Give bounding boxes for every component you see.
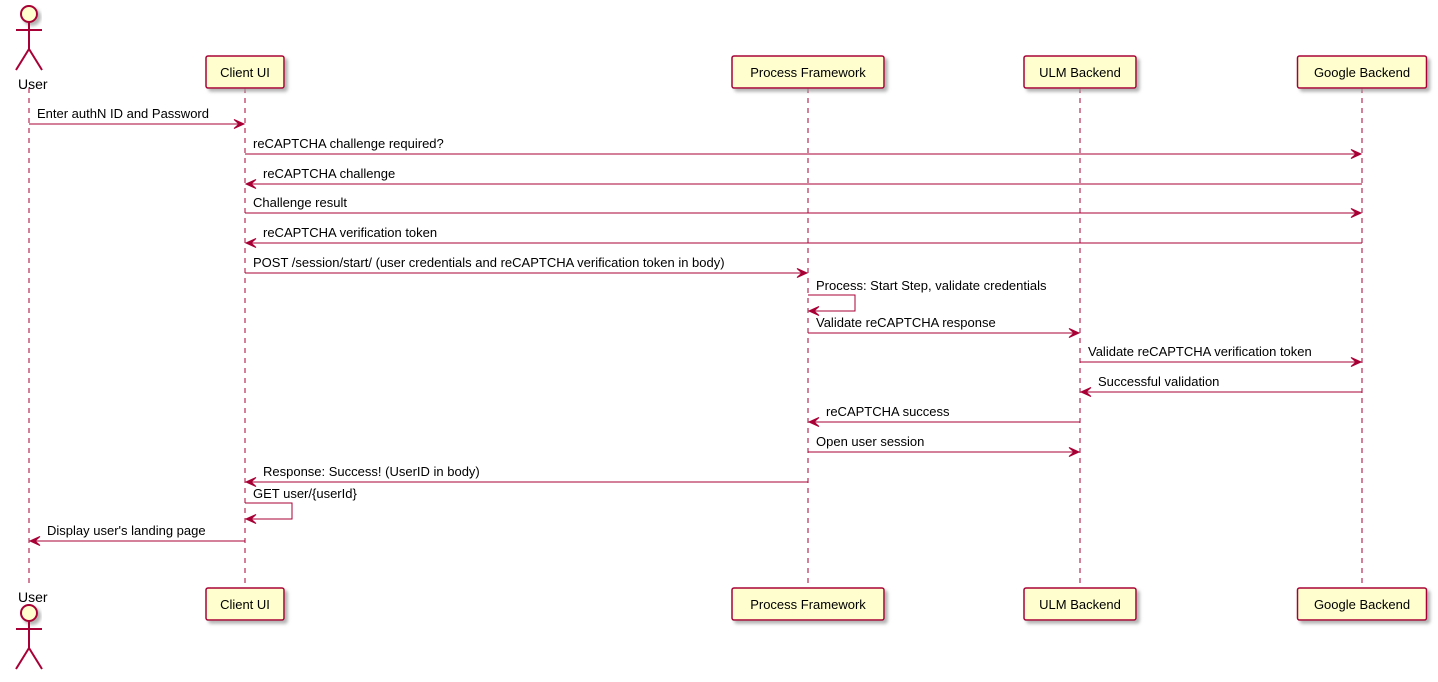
participant-label: Client UI bbox=[220, 65, 270, 80]
participant-process-bottom: Process Framework bbox=[731, 587, 885, 621]
actor-icon bbox=[15, 5, 43, 71]
message-label: reCAPTCHA success bbox=[826, 404, 950, 419]
actor-icon bbox=[15, 604, 43, 670]
actor-label: User bbox=[18, 76, 48, 92]
message-9: Validate reCAPTCHA verification token bbox=[1080, 344, 1363, 367]
participant-client-bottom: Client UI bbox=[205, 587, 285, 621]
participant-label: Client UI bbox=[220, 597, 270, 612]
message-14: GET user/{userId} bbox=[244, 486, 357, 524]
messages: Enter authN ID and Password reCAPTCHA cha… bbox=[28, 106, 1363, 546]
message-label: Validate reCAPTCHA response bbox=[816, 315, 996, 330]
participant-process-top: Process Framework bbox=[731, 55, 885, 89]
message-label: reCAPTCHA challenge bbox=[263, 166, 395, 181]
participant-user-top: User bbox=[15, 5, 48, 92]
message-label: Challenge result bbox=[253, 195, 347, 210]
participant-ulm-bottom: ULM Backend bbox=[1023, 587, 1137, 621]
arrow-head bbox=[1350, 149, 1363, 159]
message-label: reCAPTCHA verification token bbox=[263, 225, 437, 240]
message-label: reCAPTCHA challenge required? bbox=[253, 136, 444, 151]
message-label: Response: Success! (UserID in body) bbox=[263, 464, 480, 479]
participant-box bbox=[1296, 55, 1428, 89]
participant-user-bottom: User bbox=[15, 589, 48, 670]
message-label: Enter authN ID and Password bbox=[37, 106, 209, 121]
arrow-head bbox=[233, 119, 246, 129]
self-message-line bbox=[808, 294, 856, 312]
message-8: Validate reCAPTCHA response bbox=[808, 315, 1081, 338]
lifelines bbox=[28, 88, 1363, 588]
participant-box bbox=[1023, 587, 1137, 621]
participant-box bbox=[205, 55, 285, 89]
actor-label: User bbox=[18, 589, 48, 605]
message-4: Challenge result bbox=[245, 195, 1363, 218]
message-1: Enter authN ID and Password bbox=[29, 106, 246, 129]
arrow-head bbox=[1068, 447, 1081, 457]
participant-label: Google Backend bbox=[1314, 597, 1410, 612]
message-15: Display user's landing page bbox=[28, 523, 245, 546]
message-5: reCAPTCHA verification token bbox=[244, 225, 1362, 248]
participant-box bbox=[1296, 587, 1428, 621]
participant-client-top: Client UI bbox=[205, 55, 285, 89]
arrow-head bbox=[244, 514, 257, 524]
arrow-head bbox=[1079, 387, 1092, 397]
message-label: Display user's landing page bbox=[47, 523, 206, 538]
message-10: Successful validation bbox=[1079, 374, 1362, 397]
message-label: Open user session bbox=[816, 434, 924, 449]
arrow-head bbox=[807, 417, 820, 427]
participant-ulm-top: ULM Backend bbox=[1023, 55, 1137, 89]
participant-google-bottom: Google Backend bbox=[1296, 587, 1428, 621]
participant-label: Process Framework bbox=[750, 65, 866, 80]
arrow-head bbox=[1350, 208, 1363, 218]
participant-box bbox=[731, 55, 885, 89]
message-12: Open user session bbox=[808, 434, 1081, 457]
message-label: POST /session/start/ (user credentials a… bbox=[253, 255, 725, 270]
arrow-head bbox=[28, 536, 41, 546]
arrow-head bbox=[807, 306, 820, 316]
self-message-line bbox=[245, 502, 293, 520]
arrow-head bbox=[244, 179, 257, 189]
message-13: Response: Success! (UserID in body) bbox=[244, 464, 808, 487]
arrow-head bbox=[244, 477, 257, 487]
message-label: Validate reCAPTCHA verification token bbox=[1088, 344, 1312, 359]
participant-google-top: Google Backend bbox=[1296, 55, 1428, 89]
participant-label: ULM Backend bbox=[1039, 65, 1121, 80]
arrow-head bbox=[1350, 357, 1363, 367]
message-label: GET user/{userId} bbox=[253, 486, 357, 501]
message-7: Process: Start Step, validate credential… bbox=[807, 278, 1047, 316]
message-11: reCAPTCHA success bbox=[807, 404, 1080, 427]
message-label: Process: Start Step, validate credential… bbox=[816, 278, 1047, 293]
message-6: POST /session/start/ (user credentials a… bbox=[245, 255, 809, 278]
participant-label: ULM Backend bbox=[1039, 597, 1121, 612]
participant-box bbox=[205, 587, 285, 621]
participant-label: Google Backend bbox=[1314, 65, 1410, 80]
participant-box bbox=[1023, 55, 1137, 89]
arrow-head bbox=[244, 238, 257, 248]
message-label: Successful validation bbox=[1098, 374, 1219, 389]
message-2: reCAPTCHA challenge required? bbox=[245, 136, 1363, 159]
arrow-head bbox=[1068, 328, 1081, 338]
participant-box bbox=[731, 587, 885, 621]
arrow-head bbox=[796, 268, 809, 278]
participant-label: Process Framework bbox=[750, 597, 866, 612]
message-3: reCAPTCHA challenge bbox=[244, 166, 1362, 189]
